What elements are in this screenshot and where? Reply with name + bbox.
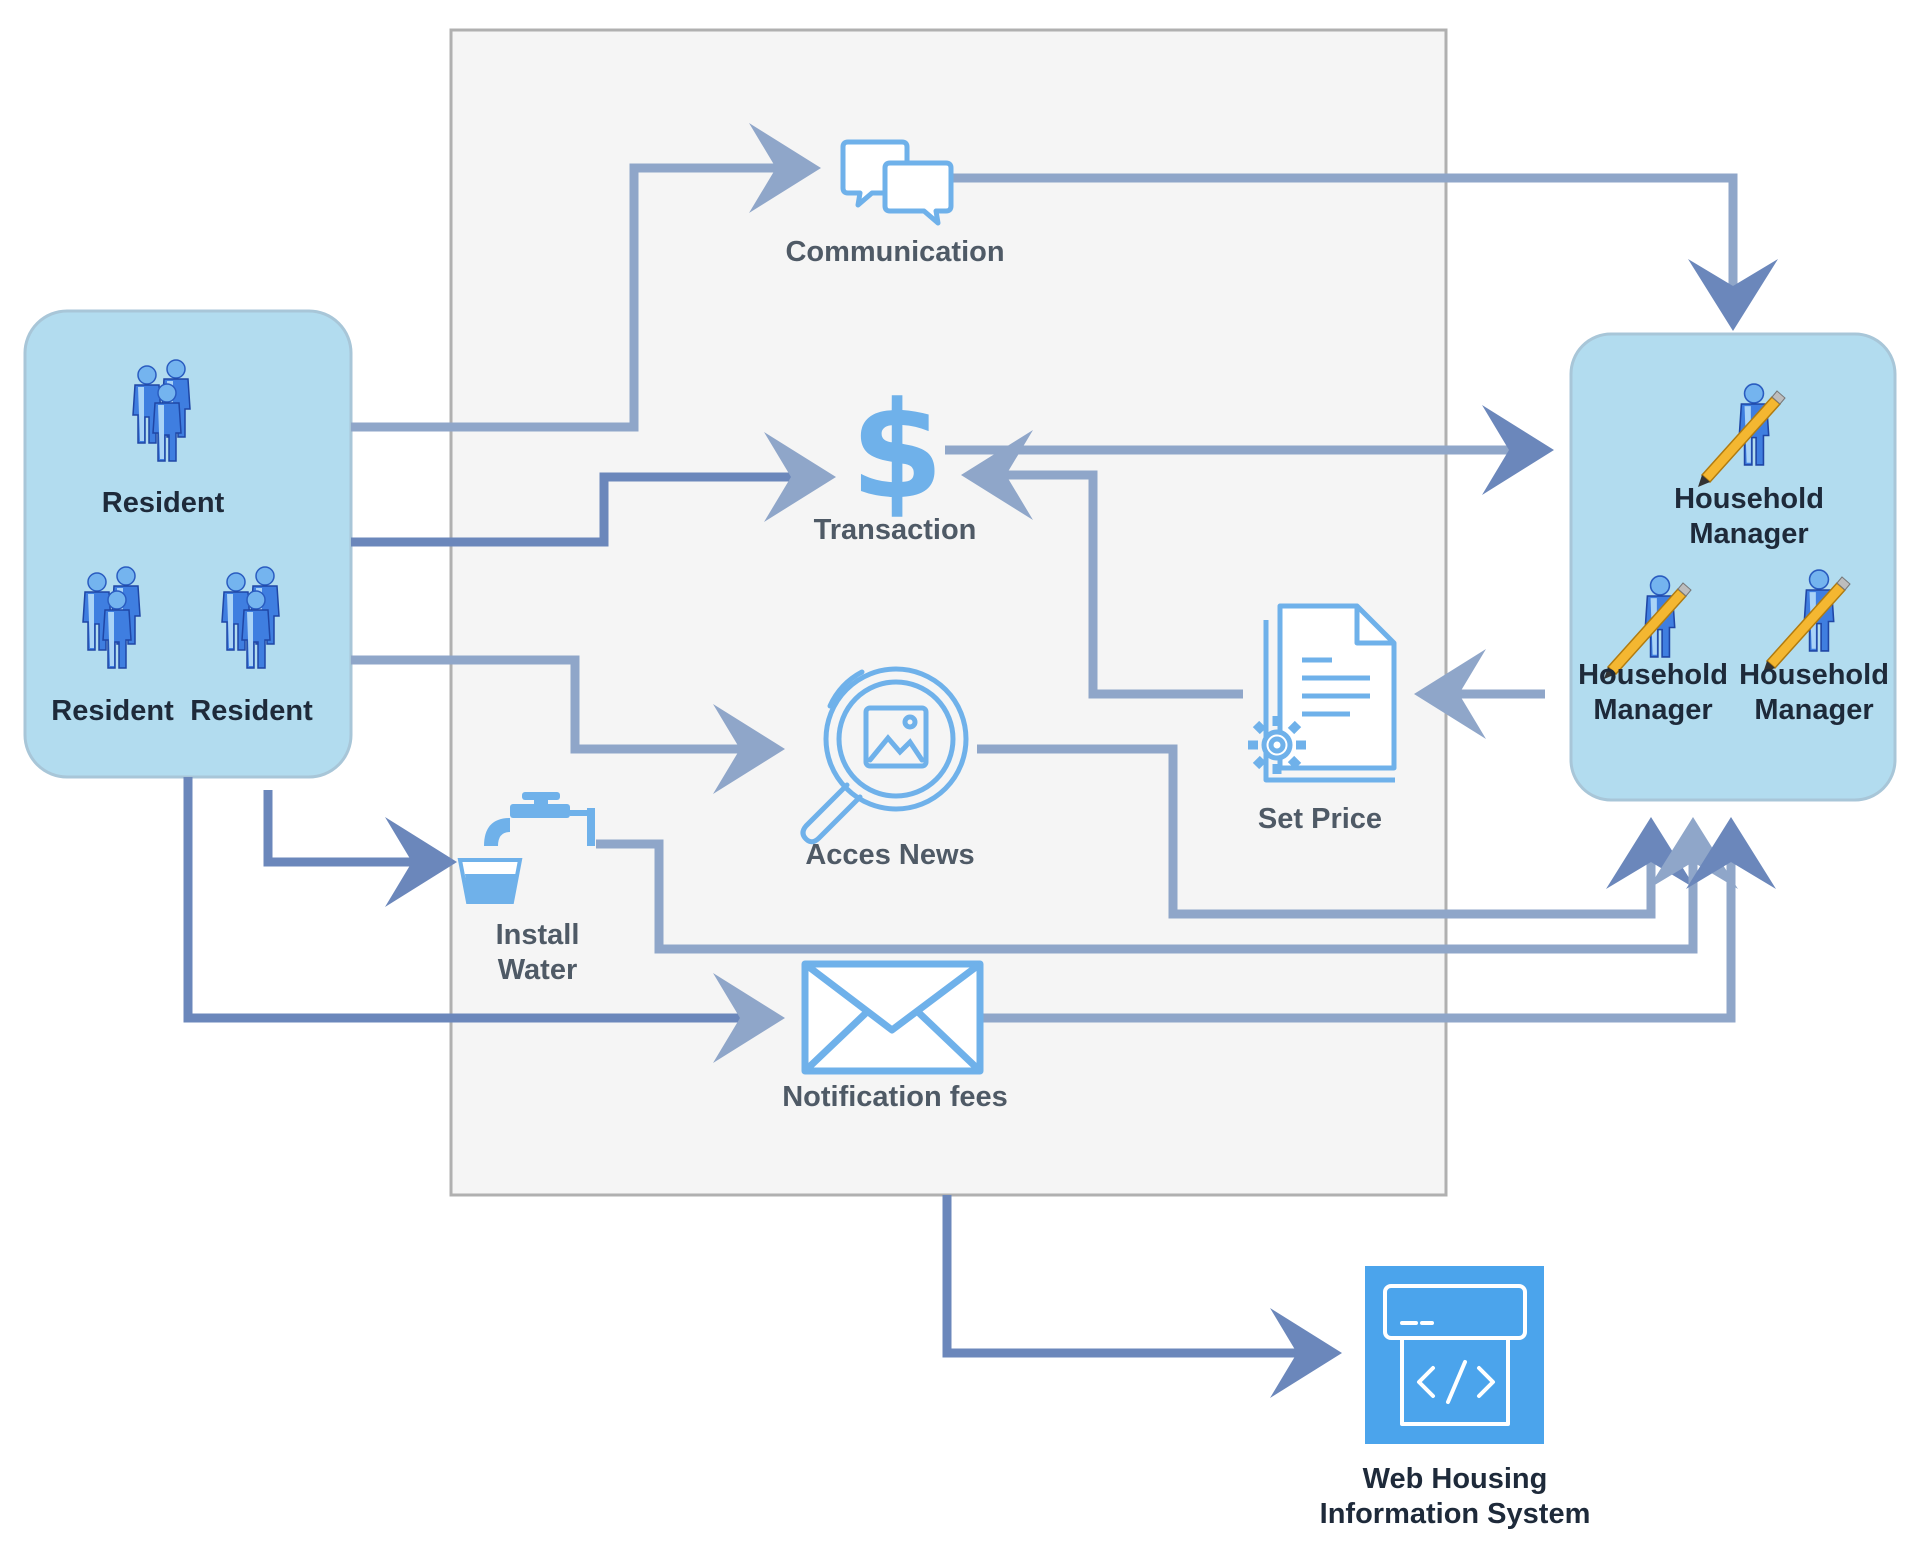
connector-resident-notification bbox=[183, 777, 785, 1063]
news-label: Acces News bbox=[805, 839, 975, 871]
set-price-label: Set Price bbox=[1257, 803, 1383, 835]
system-label: Web Housing Information System bbox=[1300, 1462, 1610, 1533]
manager-line2: Manager bbox=[1754, 694, 1874, 727]
magnifier-image-icon bbox=[800, 666, 969, 845]
system-line2: Information System bbox=[1319, 1498, 1591, 1531]
connector-setprice-transaction bbox=[961, 430, 1243, 699]
connector-resident-communication bbox=[351, 123, 821, 432]
manager-line2: Manager bbox=[1689, 518, 1809, 551]
connector-communication-managers bbox=[952, 173, 1778, 331]
install-water-label: Install Water bbox=[475, 918, 600, 989]
document-gear-icon bbox=[1248, 603, 1397, 783]
connector-resident-news bbox=[351, 655, 785, 794]
notification-label: Notification fees bbox=[782, 1081, 1008, 1113]
manager-line1: Household bbox=[1739, 659, 1889, 691]
envelope-icon bbox=[801, 960, 984, 1075]
install-water-line1: Install bbox=[495, 919, 580, 951]
system-line1: Web Housing bbox=[1362, 1463, 1548, 1495]
connector-notification-managers bbox=[981, 817, 1776, 1023]
transaction-label: Transaction bbox=[813, 514, 977, 546]
resident-label: Resident bbox=[190, 695, 313, 727]
dollar-sign-icon: $ bbox=[850, 373, 943, 529]
managers-panel bbox=[1569, 332, 1897, 802]
connector-resident-water bbox=[263, 790, 457, 907]
manager-line1: Household bbox=[1578, 659, 1728, 691]
resident-label: Resident bbox=[101, 487, 225, 519]
household-manager-label: Household Manager bbox=[1568, 658, 1738, 729]
connector-water-managers bbox=[596, 817, 1738, 954]
manager-line1: Household bbox=[1674, 483, 1824, 515]
faucet-bucket-icon bbox=[457, 792, 595, 904]
communication-label: Communication bbox=[785, 236, 1005, 268]
household-manager-label: Household Manager bbox=[1729, 658, 1899, 729]
install-water-line2: Water bbox=[497, 954, 578, 987]
resident-label: Resident bbox=[51, 695, 174, 727]
code-window-icon bbox=[1365, 1266, 1544, 1444]
connector-services-system bbox=[942, 1195, 1342, 1398]
connector-resident-transaction bbox=[351, 432, 836, 547]
manager-line2: Manager bbox=[1593, 694, 1713, 727]
household-manager-label: Household Manager bbox=[1664, 482, 1834, 553]
chat-bubbles-icon bbox=[840, 139, 954, 226]
